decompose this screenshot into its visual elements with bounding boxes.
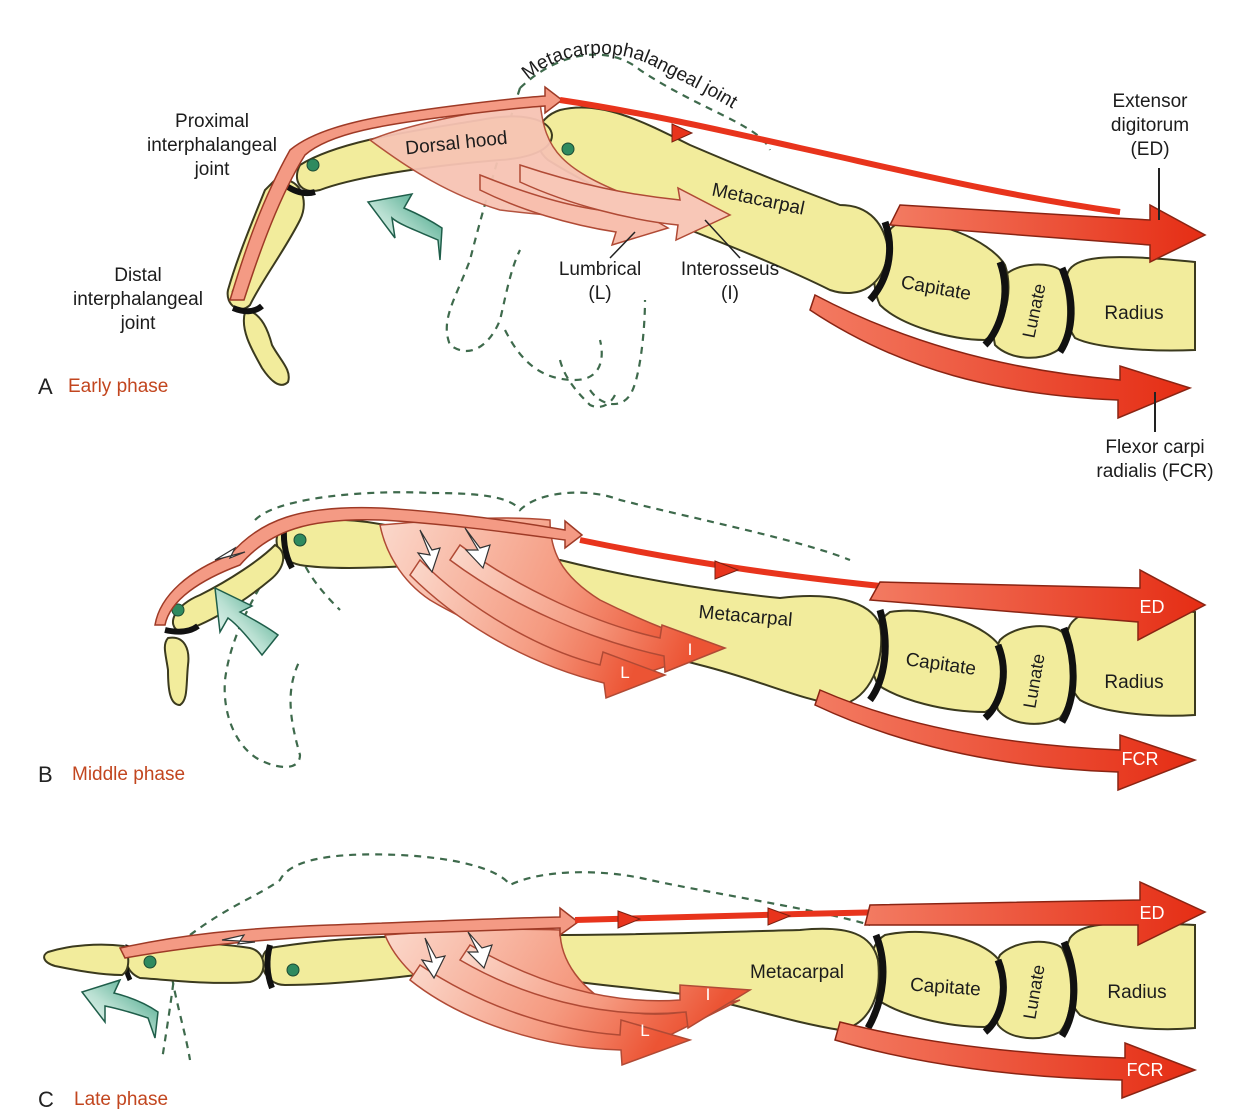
- lunate-radius-joint: [1056, 266, 1075, 354]
- curved-motion-arrow-icon: [366, 192, 443, 261]
- distal-phalanx-bone: [242, 308, 290, 386]
- curved-motion-arrow-icon: [80, 978, 159, 1039]
- tendon-pull-arrow-icon: [714, 560, 740, 580]
- metacarpal-label-c: Metacarpal: [750, 962, 844, 983]
- distal-phalanx-bone: [43, 943, 130, 977]
- interosseus-muscle-arrow: [519, 163, 732, 242]
- radius-bone: [1063, 922, 1196, 1031]
- ed-big-arrow: [888, 203, 1207, 264]
- flexor-carpi-radialis-label: Flexor carpi radialis (FCR): [1096, 437, 1214, 482]
- fcr-short-label-c: FCR: [1127, 1060, 1164, 1080]
- white-tendon-arrow-icon: [466, 931, 493, 970]
- lumbrical-muscle-arrow: [408, 963, 693, 1067]
- dip-joint-label: Distal interphalangeal joint: [73, 265, 203, 334]
- capitate-lunate-joint: [982, 958, 1007, 1035]
- joint-axis-dot-icon: [286, 963, 300, 977]
- dashed-start-position-outline: [223, 491, 851, 768]
- capitate-label-c: Capitate: [909, 975, 981, 1001]
- extensor-tendon: [118, 906, 580, 959]
- interosseus-muscle-arrow: [448, 543, 728, 674]
- panel-b-letter: B: [38, 762, 53, 787]
- white-tendon-arrow-icon: [420, 937, 447, 980]
- dashed-start-position-outline: [160, 853, 871, 1061]
- panel-b: [154, 491, 1207, 792]
- ed-short-label-b: ED: [1139, 597, 1164, 617]
- panel-a-letter: A: [38, 374, 53, 399]
- panel-c-letter: C: [38, 1087, 54, 1112]
- interosseus-pointer-line: [704, 219, 741, 259]
- white-tendon-arrow-icon: [221, 934, 256, 945]
- radius-label-a: Radius: [1104, 303, 1163, 324]
- fcr-big-arrow: [814, 688, 1198, 792]
- metacarpal-capitate-joint: [864, 933, 887, 1030]
- radius-label-b: Radius: [1104, 672, 1163, 693]
- distal-phalanx-bone: [163, 636, 190, 707]
- tendon-pull-arrow-icon: [767, 907, 792, 926]
- radius-label-c: Radius: [1107, 982, 1166, 1003]
- i-short-label-b: I: [688, 640, 693, 659]
- tendon-pull-arrow-icon: [617, 910, 642, 929]
- fcr-big-arrow: [834, 1021, 1198, 1100]
- joint-axis-dot-icon: [306, 158, 320, 172]
- ed-big-arrow: [868, 568, 1207, 642]
- capitate-lunate-joint: [982, 260, 1009, 348]
- lumbrical-pointer-line: [609, 231, 636, 259]
- tendon-pull-arrow-icon: [671, 123, 694, 143]
- curved-motion-arrow-icon: [214, 586, 280, 657]
- pip-joint-label: Proximal interphalangeal joint: [147, 111, 277, 180]
- fcr-big-arrow: [809, 293, 1193, 420]
- extensor-digitorum-label: Extensor digitorum (ED): [1110, 91, 1190, 160]
- white-tendon-arrow-icon: [416, 529, 441, 574]
- interosseus-label: Interosseus (I): [680, 259, 780, 304]
- dashed-start-position-outline: [445, 53, 772, 409]
- joint-axis-dot-icon: [561, 142, 575, 156]
- panel-c: [43, 853, 1207, 1100]
- panel-c-title: Late phase: [74, 1089, 169, 1110]
- pip-joint-line: [264, 944, 275, 990]
- l-short-label-c: L: [640, 1021, 649, 1040]
- lunate-radius-joint: [1058, 940, 1078, 1038]
- metacarpal-capitate-joint: [867, 609, 889, 703]
- l-short-label-b: L: [620, 663, 629, 682]
- joint-axis-dot-icon: [293, 533, 307, 547]
- capitate-lunate-joint: [982, 643, 1007, 721]
- white-tendon-arrow-icon: [464, 527, 491, 570]
- ed-short-label-c: ED: [1139, 903, 1164, 923]
- ed-big-arrow: [864, 880, 1207, 947]
- lumbrical-label: Lumbrical (L): [558, 259, 642, 304]
- radius-bone: [1063, 607, 1196, 717]
- panel-a: Metacarpophalangeal joint: [226, 38, 1207, 432]
- lunate-radius-joint: [1058, 626, 1077, 724]
- ed-tendon-line: [559, 97, 1121, 215]
- panel-b-title: Middle phase: [72, 764, 186, 785]
- i-short-label-c: I: [706, 985, 711, 1004]
- panel-a-title: Early phase: [68, 376, 169, 397]
- extensor-tendon: [154, 506, 584, 626]
- dip-joint-line: [231, 303, 264, 315]
- white-tendon-arrow-icon: [214, 546, 246, 561]
- interosseus-muscle-arrow: [458, 944, 753, 1030]
- lumbrical-muscle-arrow: [409, 558, 668, 700]
- lumbrical-muscle-arrow: [479, 173, 670, 247]
- joint-axis-dot-icon: [143, 955, 157, 969]
- metacarpal-capitate-joint: [867, 220, 894, 303]
- dip-joint-line: [164, 623, 200, 635]
- fcr-short-label-b: FCR: [1122, 749, 1159, 769]
